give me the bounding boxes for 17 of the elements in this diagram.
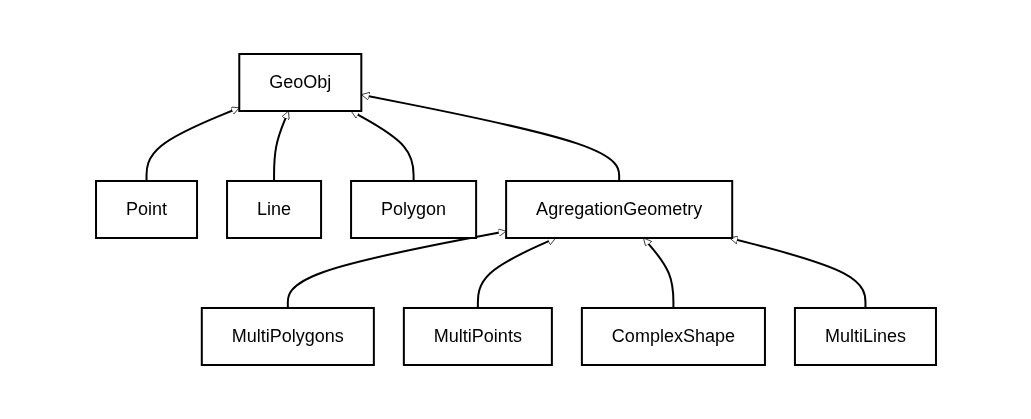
node-box: MultiPolygons: [200, 307, 375, 366]
arrow: [360, 91, 620, 182]
node-box: MultiPoints: [402, 307, 553, 366]
arrow: [476, 237, 556, 309]
arrow: [642, 237, 674, 309]
node-box: Point: [94, 180, 198, 239]
node-box: MultiLines: [793, 307, 937, 366]
node-box: Line: [225, 180, 322, 239]
arrow: [728, 235, 866, 309]
arrow: [350, 110, 415, 182]
arrow: [272, 110, 290, 182]
arrow: [286, 228, 506, 309]
node-box: AgregationGeometry: [504, 180, 733, 239]
arrow: [145, 106, 240, 182]
node-box: ComplexShape: [580, 307, 766, 366]
node-box: Polygon: [349, 180, 477, 239]
node-box: GeoObj: [237, 53, 362, 112]
